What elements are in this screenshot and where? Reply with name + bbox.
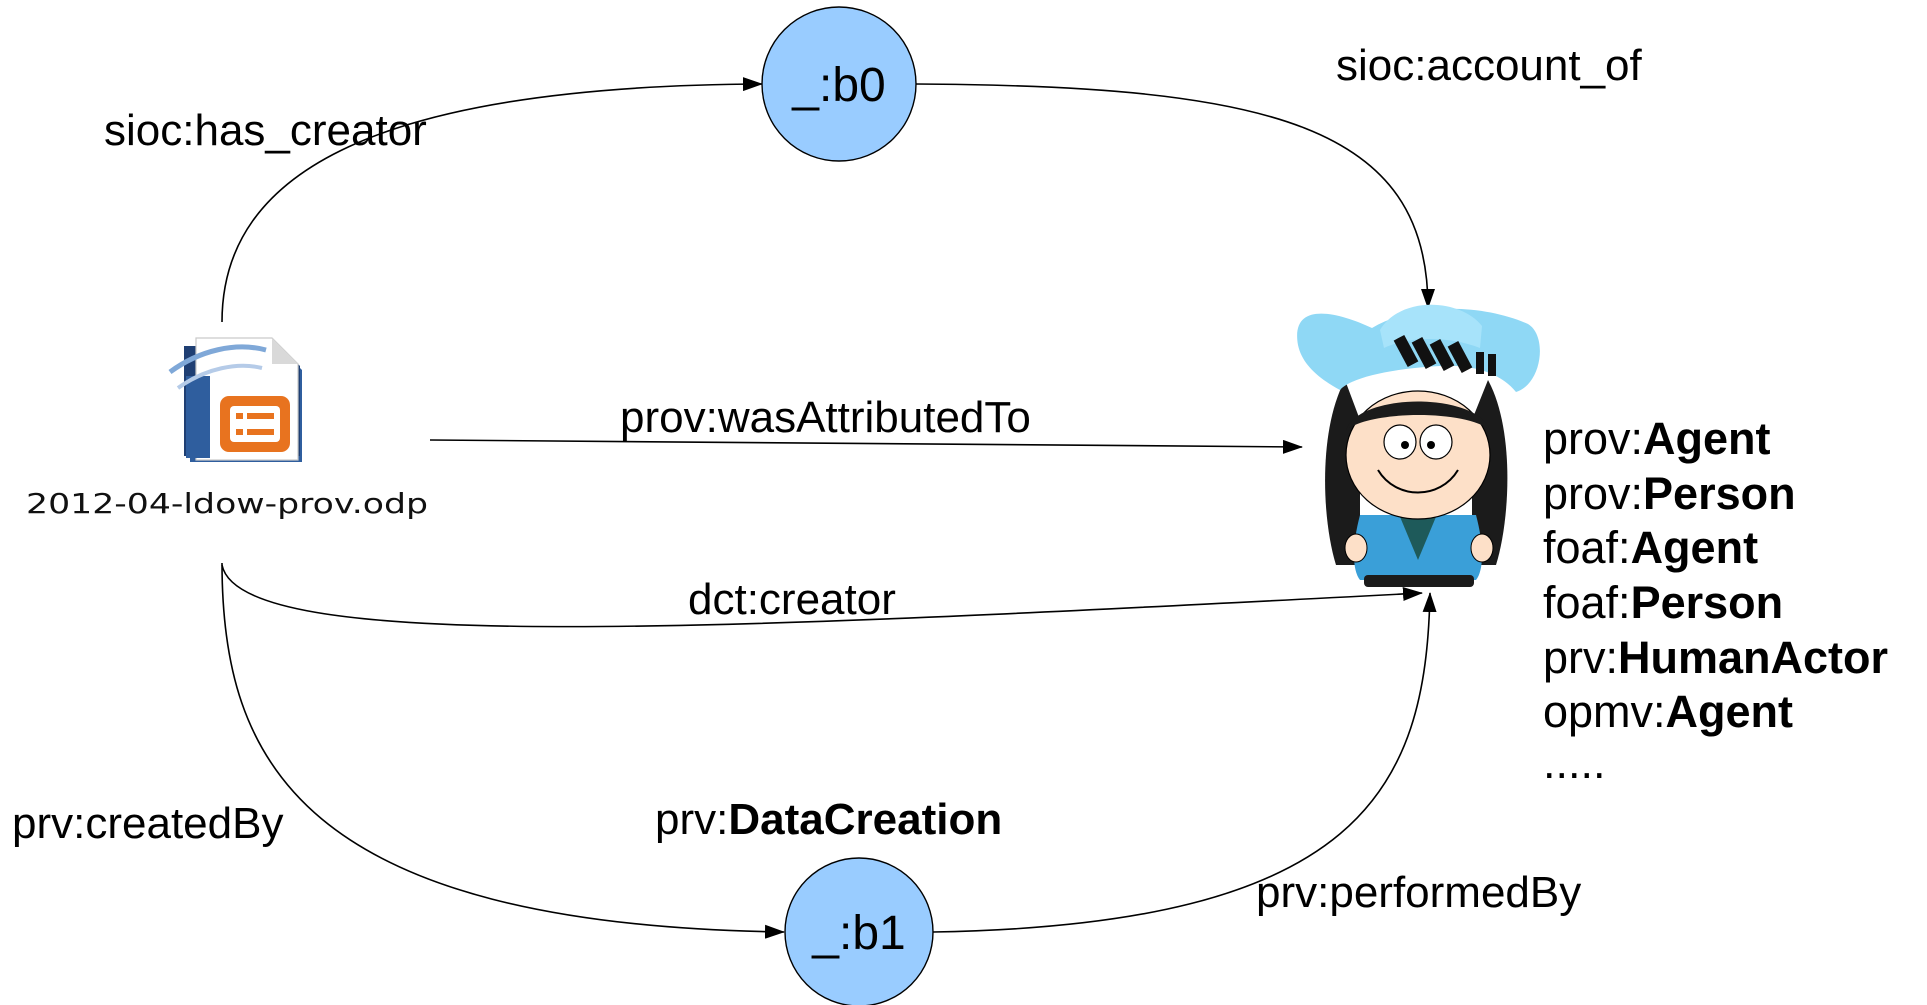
label-account-of: sioc:account_of — [1336, 41, 1643, 90]
edge-account-of — [915, 83, 1435, 309]
document-node[interactable]: 2012-04-ldow-prov.odp — [26, 337, 428, 520]
edge-performed-by — [932, 592, 1437, 933]
b1-type-label: prv:DataCreation — [655, 795, 1002, 844]
hat-ribbon — [1393, 334, 1496, 376]
agent-type-item: foaf:Person — [1543, 577, 1783, 628]
b1-type-prefix: prv: — [655, 795, 728, 844]
cartoon-person-icon — [1297, 304, 1540, 587]
blank-node-b1[interactable]: _:b1 — [784, 857, 934, 1005]
edge-created-by — [221, 562, 785, 939]
agent-type-item: opmv:Agent — [1543, 686, 1793, 737]
agent-type-item: prov:Agent — [1543, 413, 1771, 464]
edge-has-creator — [221, 77, 763, 323]
blank-node-b1-label: _:b1 — [811, 907, 905, 960]
presentation-file-icon — [168, 337, 302, 462]
document-filename: 2012-04-ldow-prov.odp — [26, 487, 428, 520]
agent-type-item: prov:Person — [1543, 468, 1796, 519]
blank-node-b0[interactable]: _:b0 — [761, 6, 917, 162]
agent-node[interactable] — [1297, 304, 1540, 587]
label-created-by: prv:createdBy — [12, 799, 283, 848]
agent-type-item: prv:HumanActor — [1543, 632, 1888, 683]
blank-node-b0-label: _:b0 — [791, 59, 885, 112]
edge-was-attributed-to — [429, 439, 1303, 454]
agent-types-ellipsis: ..... — [1543, 737, 1606, 788]
agent-type-list: prov:Agent prov:Person foaf:Agent foaf:P… — [1543, 413, 1888, 788]
label-was-attributed-to: prov:wasAttributedTo — [620, 393, 1031, 442]
b1-type-name: DataCreation — [728, 795, 1002, 844]
label-has-creator: sioc:has_creator — [104, 106, 427, 155]
edge-creator — [221, 564, 1423, 628]
label-creator: dct:creator — [688, 575, 896, 624]
agent-type-item: foaf:Agent — [1543, 522, 1758, 573]
label-performed-by: prv:performedBy — [1256, 868, 1581, 917]
